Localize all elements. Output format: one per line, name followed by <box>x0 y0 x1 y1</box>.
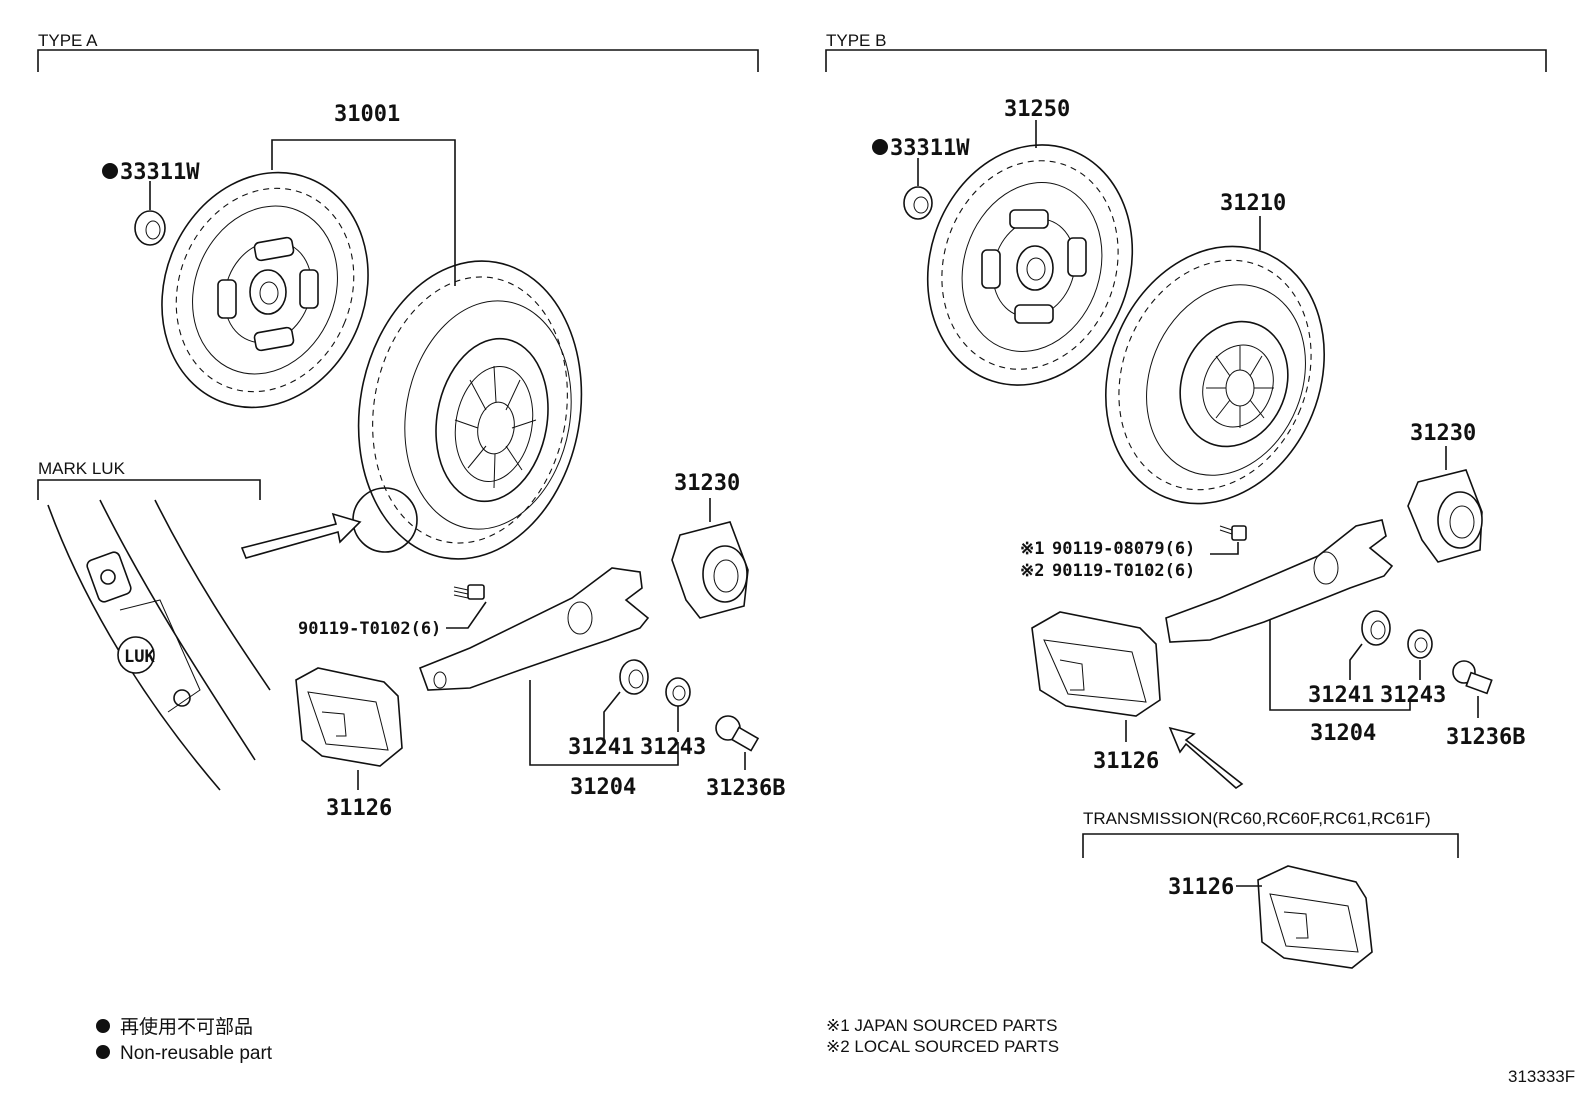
legend-note-2: ※2 LOCAL SOURCED PARTS <box>826 1037 1059 1056</box>
fork-parts-a <box>619 659 760 752</box>
luk-logo: LUK <box>124 647 155 667</box>
part-31204-a: 31204 <box>570 775 636 800</box>
clutch-cover-a <box>352 260 583 560</box>
section-mark-luk-label: MARK LUK <box>38 459 126 478</box>
part-31250: 31250 <box>1004 97 1070 122</box>
part-31236b-b: 31236B <box>1446 725 1525 750</box>
part-31126-b: 31126 <box>1093 749 1159 774</box>
part-31243-a: 31243 <box>640 735 706 760</box>
clutch-disc-b <box>926 144 1134 386</box>
detail-arrow-b <box>1168 726 1244 790</box>
part-90119-t0102-b: 90119-T0102(6) <box>1052 561 1195 581</box>
fork-parts-b <box>1361 610 1493 695</box>
transmission-bracket <box>1082 833 1459 858</box>
luk-marking-detail: LUK <box>47 499 271 791</box>
section-type-a-label: TYPE A <box>38 31 98 50</box>
boot-b <box>1031 611 1161 717</box>
part-33311w-b: 33311W <box>890 136 970 161</box>
part-31243-b: 31243 <box>1380 683 1446 708</box>
figure-id: 313333F <box>1508 1067 1575 1086</box>
non-reusable-mark-a <box>102 163 118 179</box>
type-a-bracket <box>37 49 759 72</box>
legend-dot-en <box>96 1045 110 1059</box>
non-reusable-mark-b <box>872 139 888 155</box>
part-33311w-a: 33311W <box>120 160 200 185</box>
boot-a <box>295 667 403 767</box>
part-31210: 31210 <box>1220 191 1286 216</box>
bolt-b <box>1219 525 1247 541</box>
section-transmission-label: TRANSMISSION(RC60,RC60F,RC61,RC61F) <box>1083 809 1431 828</box>
legend-note-1: ※1 JAPAN SOURCED PARTS <box>826 1016 1058 1035</box>
part-90119-08079: 90119-08079(6) <box>1052 539 1195 559</box>
type-b-bracket <box>825 49 1547 72</box>
release-bearing-b <box>1407 469 1483 563</box>
legend-dot-jp <box>96 1019 110 1033</box>
part-31126-transmission: 31126 <box>1168 875 1234 900</box>
release-bearing-a <box>671 521 749 619</box>
clutch-disc-a <box>161 171 369 409</box>
bolt-a <box>453 584 485 600</box>
part-31241-a: 31241 <box>568 735 634 760</box>
part-90119-t0102-a: 90119-T0102(6) <box>298 619 441 639</box>
release-fork-b <box>1165 519 1394 643</box>
part-31230-a: 31230 <box>674 471 740 496</box>
part-31236b-a: 31236B <box>706 776 785 801</box>
part-31204-b: 31204 <box>1310 721 1376 746</box>
clutch-cover-b <box>1105 245 1325 505</box>
bolt-2-mark: ※2 <box>1020 561 1044 581</box>
release-fork-a <box>418 567 650 691</box>
section-type-b-label: TYPE B <box>826 31 886 50</box>
legend-non-reusable-jp: 再使用不可部品 <box>120 1016 253 1038</box>
pilot-bearing-a <box>134 210 166 246</box>
mark-luk-bracket <box>37 479 261 500</box>
part-31001: 31001 <box>334 102 400 127</box>
part-31126-a: 31126 <box>326 796 392 821</box>
legend-non-reusable-en: Non-reusable part <box>120 1043 273 1064</box>
pilot-bearing-b <box>903 186 933 220</box>
detail-arrow-a <box>240 512 362 559</box>
part-31241-b: 31241 <box>1308 683 1374 708</box>
part-31230-b: 31230 <box>1410 421 1476 446</box>
bolt-1-mark: ※1 <box>1020 539 1044 559</box>
transmission-boot <box>1257 865 1373 969</box>
